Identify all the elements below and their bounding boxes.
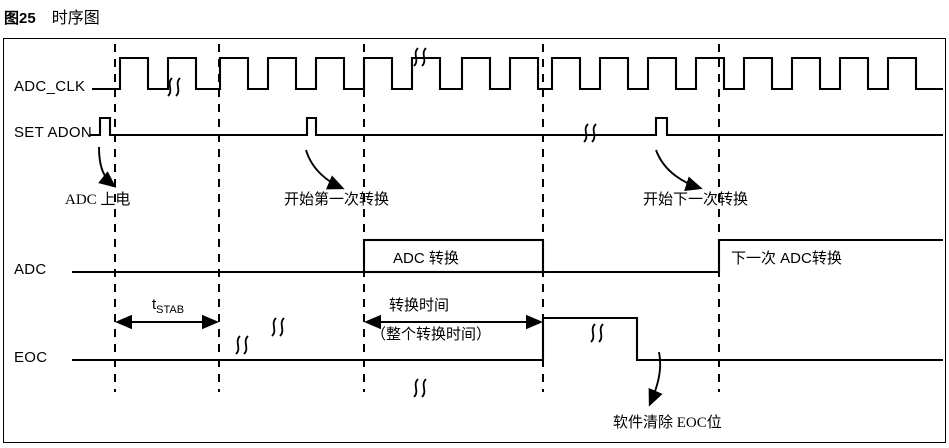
figure-title-gap <box>36 10 52 27</box>
signal-label-set-adon: SET ADON <box>14 124 92 141</box>
annotation-start-first-conversion: 开始第一次转换 <box>284 192 390 208</box>
figure-title-text: 时序图 <box>51 10 100 27</box>
signal-label-eoc: EOC <box>14 349 48 366</box>
signal-label-adc-clk: ADC_CLK <box>14 78 86 95</box>
box-label-adc-conversion: ADC 转换 <box>393 250 459 267</box>
annotation-software-clear-eoc: 软件清除 EOC位 <box>613 415 722 431</box>
tstab-subscript: STAB <box>156 304 185 316</box>
tstab-base: t <box>152 296 157 313</box>
figure-number: 图25 <box>4 10 36 27</box>
measure-label-conversion-time: 转换时间 <box>389 298 450 314</box>
annotation-start-next-conversion: 开始下一次转换 <box>643 192 749 208</box>
diagram-frame <box>3 38 946 443</box>
figure-title: 图25 时序图 <box>4 4 100 28</box>
signal-label-adc: ADC <box>14 261 47 278</box>
measure-label-conversion-time-full: （整个转换时间） <box>371 327 492 343</box>
box-label-next-adc-conversion: 下一次 ADC转换 <box>731 250 842 267</box>
annotation-adc-power-on: ADC 上电 <box>65 192 131 208</box>
measure-label-tstab: tSTAB <box>152 296 184 316</box>
